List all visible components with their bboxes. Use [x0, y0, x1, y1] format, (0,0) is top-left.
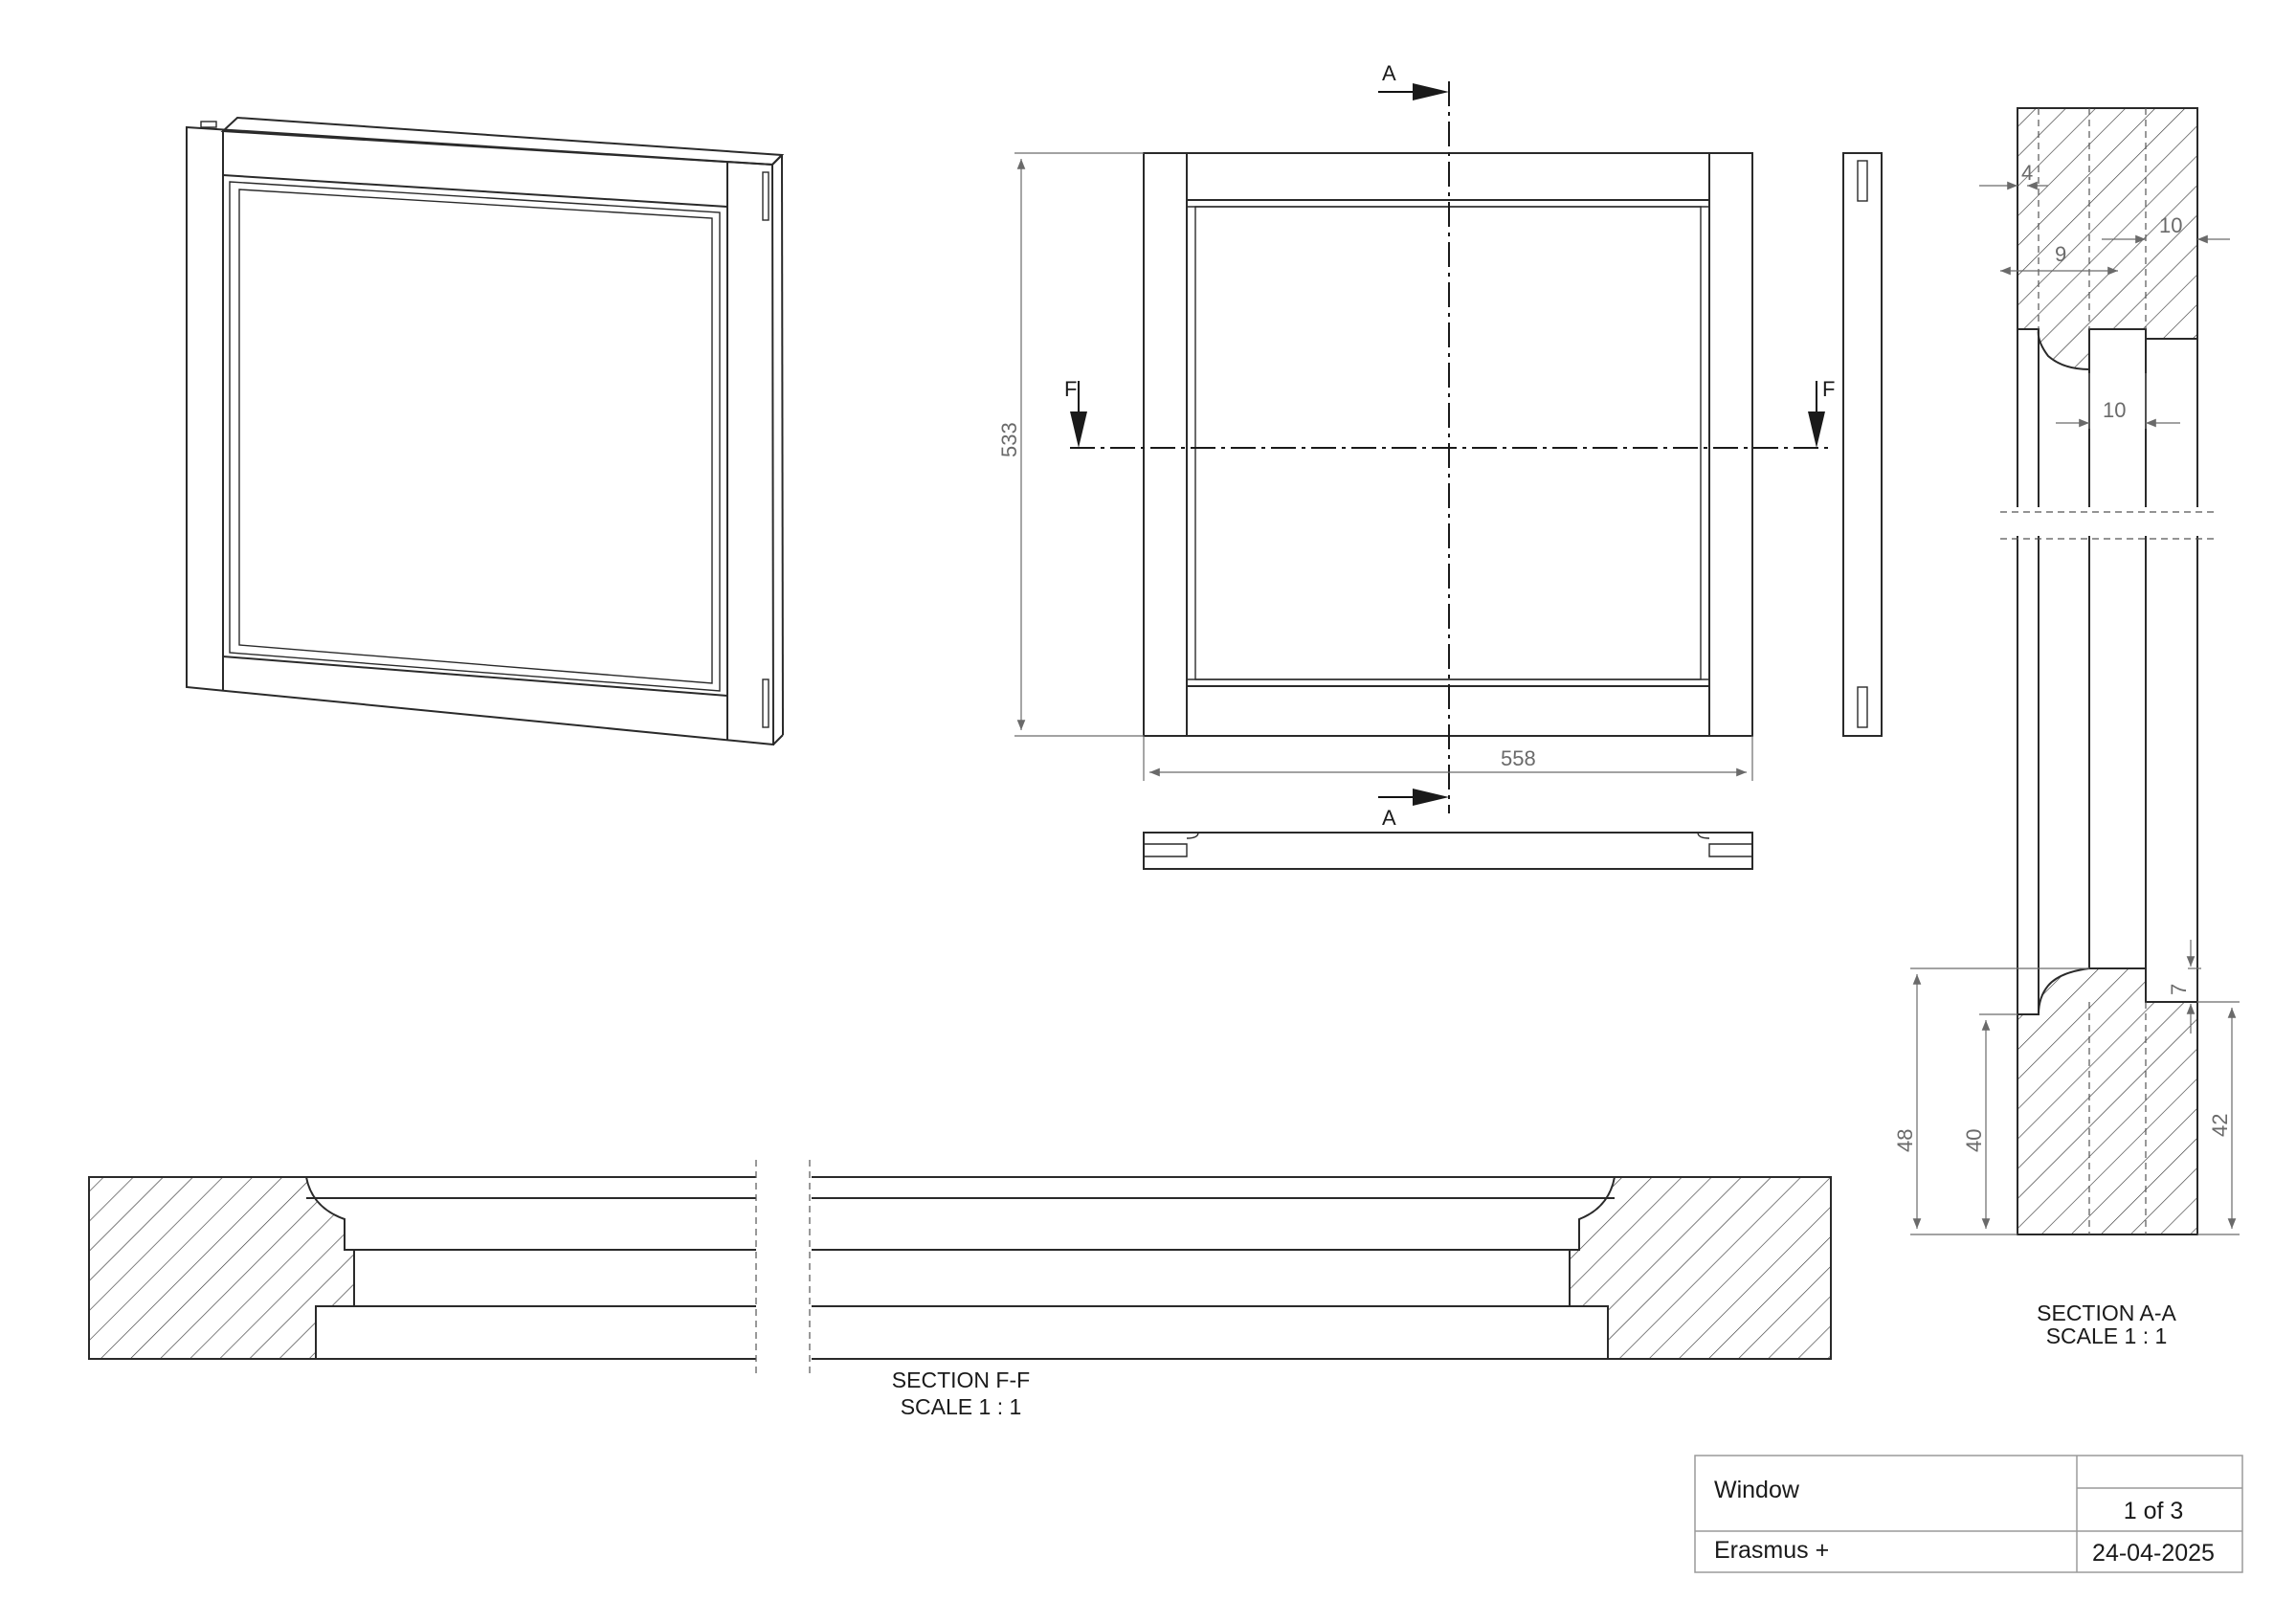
dim-42: 42	[2208, 1114, 2232, 1137]
dim-10-mid: 10	[2103, 398, 2126, 422]
section-a-a: 4 9 10 10 7 48 40 42 SECTION A-A SCAL	[1893, 107, 2240, 1348]
title-block: Window 1 of 3 Erasmus + 24-04-2025	[1694, 1455, 2243, 1573]
dim-9: 9	[2055, 242, 2066, 266]
dim-40: 40	[1962, 1129, 1986, 1152]
title-block-name: Window	[1714, 1477, 1800, 1503]
hatched-block-right	[1569, 1176, 1832, 1360]
front-view: A A F F 533 558	[997, 61, 1835, 830]
section-ff-title: SECTION F-F	[892, 1367, 1030, 1392]
title-block-sheet: 1 of 3	[2124, 1498, 2184, 1524]
hatched-block-left	[88, 1176, 355, 1360]
section-a-top-label: A	[1382, 61, 1396, 85]
dim-height-533: 533	[997, 422, 1021, 457]
hatched-profile-bottom	[2017, 967, 2198, 1235]
dim-width-558: 558	[1501, 746, 1536, 770]
section-a-bottom-label: A	[1382, 806, 1396, 830]
isometric-view	[186, 116, 785, 746]
title-block-date: 24-04-2025	[2092, 1540, 2215, 1567]
dim-7: 7	[2167, 984, 2191, 995]
section-f-f: SECTION F-F SCALE 1 : 1	[88, 1160, 1832, 1419]
side-view	[1842, 152, 1883, 737]
section-f-right-label: F	[1822, 377, 1835, 401]
section-f-left-label: F	[1064, 377, 1077, 401]
dim-48: 48	[1893, 1129, 1917, 1152]
section-aa-title: SECTION A-A	[2037, 1301, 2176, 1325]
title-block-organization: Erasmus +	[1714, 1537, 1829, 1564]
dim-4: 4	[2021, 161, 2033, 185]
section-ff-scale: SCALE 1 : 1	[901, 1394, 1022, 1419]
section-aa-scale: SCALE 1 : 1	[2046, 1323, 2168, 1348]
bottom-view	[1143, 832, 1753, 870]
dim-10-top: 10	[2159, 213, 2182, 237]
